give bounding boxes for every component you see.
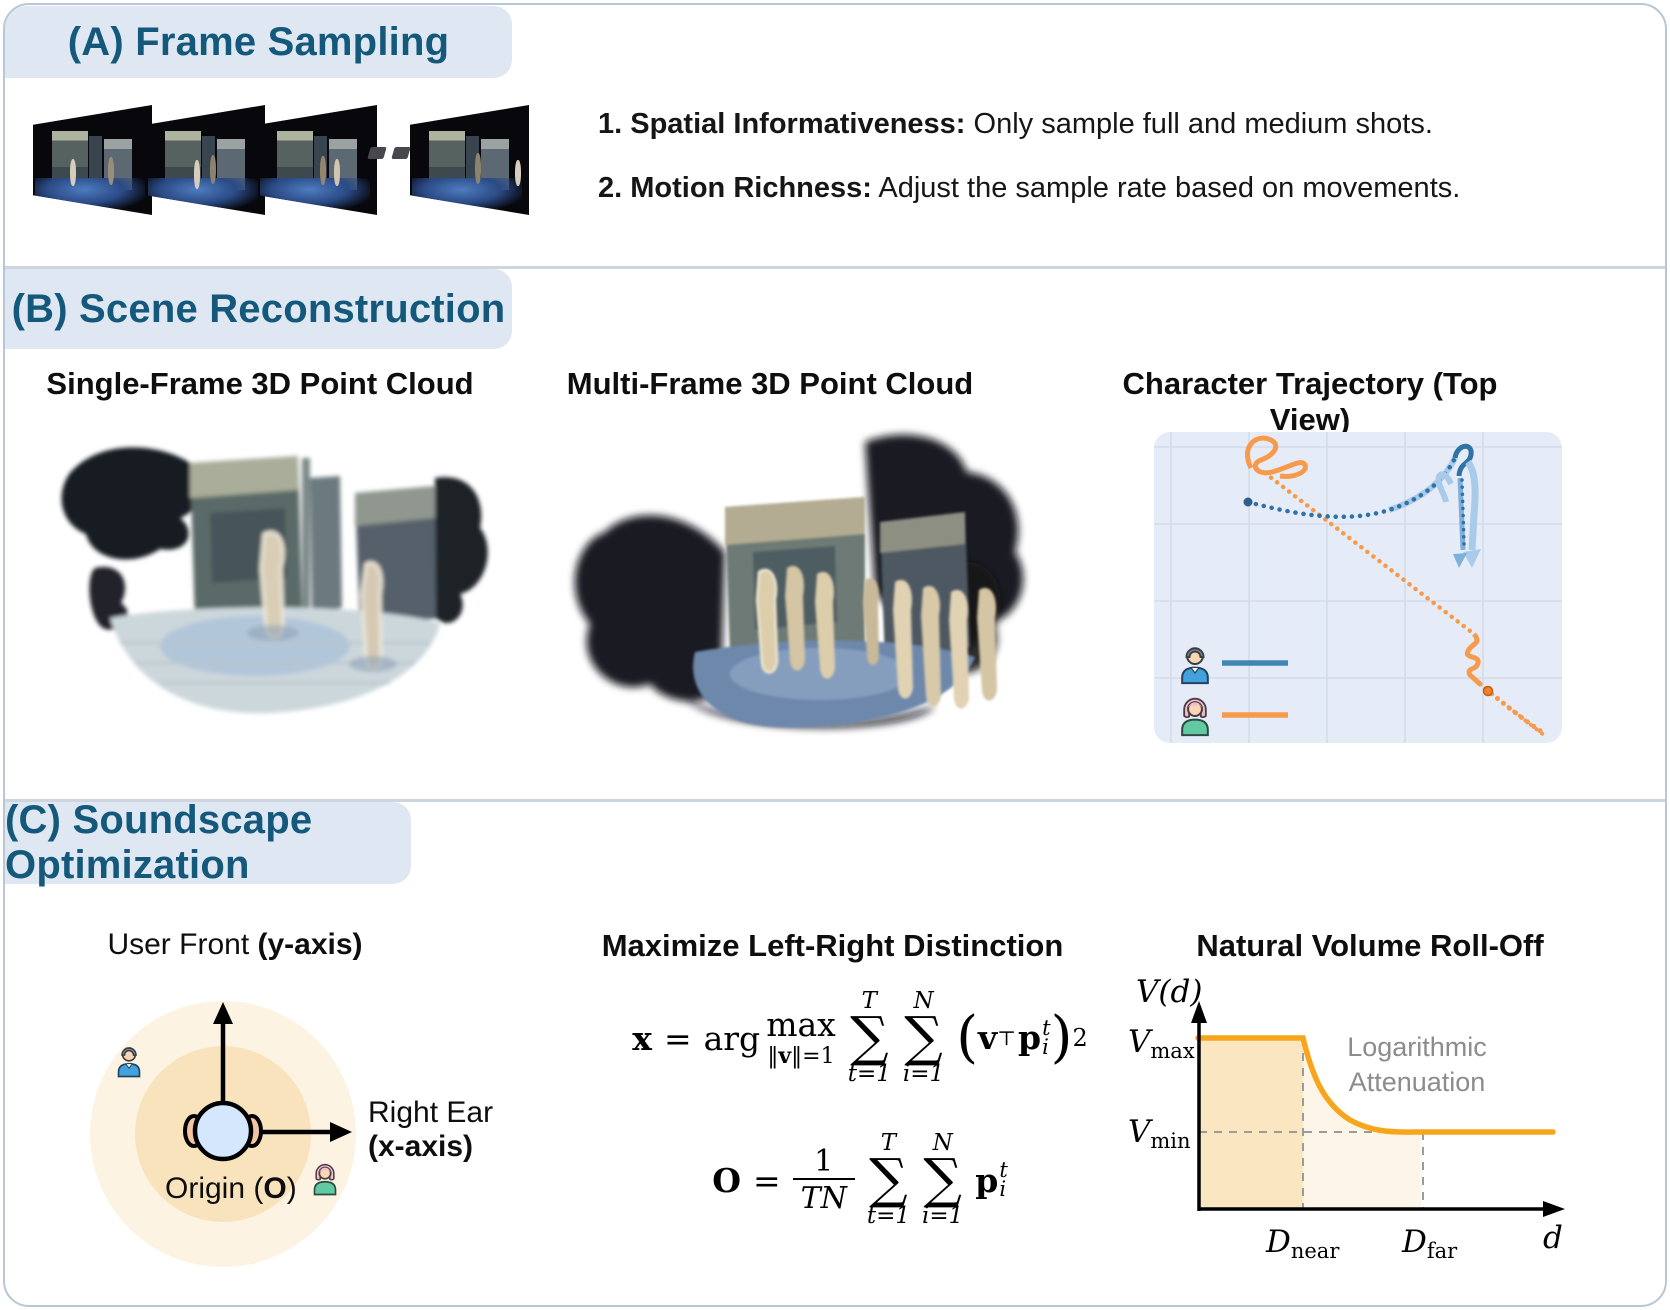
f1-sum-i: N ∑ i=1 <box>902 988 945 1087</box>
f2-sum-i: N ∑ i=1 <box>922 1130 964 1229</box>
origin-label: Origin (O) <box>165 1172 297 1206</box>
origin-post: ) <box>286 1172 297 1205</box>
rolloff-chart <box>1191 1001 1565 1217</box>
section-a-title: (A) Frame Sampling <box>67 19 450 64</box>
formula-argmax: x = arg max ‖v‖=1 T ∑ t=1 N ∑ i=1 ( v ⊤ … <box>595 968 1125 1108</box>
dfar-label: Dfar <box>1402 1224 1458 1263</box>
right-ear-text: Right Ear <box>368 1096 494 1129</box>
film-frame <box>258 105 377 215</box>
man-person-icon <box>1181 647 1209 685</box>
section-divider <box>5 266 1665 269</box>
listener-head-icon <box>183 1100 263 1162</box>
origin-o: O <box>263 1172 287 1205</box>
f2-sum-t: T ∑ t=1 <box>866 1130 911 1229</box>
frame-figure <box>210 154 217 185</box>
user-front-title-axis: (y-axis) <box>257 928 363 961</box>
f1-max: max <box>766 1005 836 1044</box>
woman-person-icon <box>313 1163 337 1196</box>
rolloff-title: Natural Volume Roll-Off <box>1196 928 1544 963</box>
section-divider <box>5 799 1665 802</box>
f2-o: O <box>712 1160 741 1200</box>
section-c-title: (C) Soundscape Optimization <box>5 798 313 887</box>
near-fill-region <box>1199 1038 1303 1208</box>
single-frame-point-cloud-image <box>61 447 488 714</box>
dnear-label: Dnear <box>1266 1224 1340 1263</box>
woman-person-icon <box>1181 697 1209 737</box>
frame-figure <box>69 158 76 187</box>
trajectory-grid <box>1154 432 1562 743</box>
frame-figure <box>475 153 482 185</box>
woman-end-dot <box>1482 685 1494 697</box>
y-axis-arrowhead <box>1191 1001 1207 1023</box>
trajectory-chart <box>1154 432 1562 743</box>
frame-sampling-rule-1: 1. Spatial Informativeness: Only sample … <box>598 108 1433 141</box>
f2-eq: = <box>752 1160 781 1200</box>
x-axis-arrowhead <box>1543 1201 1565 1217</box>
multi-frame-point-cloud-image <box>574 434 1024 728</box>
man-start-dot <box>1243 497 1253 507</box>
origin-pre: Origin ( <box>165 1172 264 1205</box>
f1-eq: = <box>663 1018 692 1058</box>
section-c-header: (C) Soundscape Optimization <box>5 798 411 887</box>
x-axis-arrowhead <box>330 1122 352 1142</box>
frame-figure <box>193 160 200 189</box>
film-frame <box>33 105 152 215</box>
frame-figure <box>334 158 341 187</box>
frame-figure <box>514 160 521 187</box>
trajectory-title: Character Trajectory (Top View) <box>1122 366 1498 437</box>
section-b-title: (B) Scene Reconstruction <box>11 286 506 331</box>
section-a-header: (A) Frame Sampling <box>5 6 512 78</box>
f1-max-constraint: max ‖v‖=1 <box>766 1008 836 1068</box>
user-front-title-main: User Front <box>107 928 258 961</box>
frame-figure <box>319 155 326 186</box>
vmax-label: Vmax <box>1128 1024 1195 1063</box>
user-front-title: User Front (y-axis) <box>100 928 370 962</box>
right-ear-label: Right Ear (x-axis) <box>368 1096 493 1164</box>
single-frame-title: Single-Frame 3D Point Cloud <box>46 366 474 401</box>
multi-frame-title: Multi-Frame 3D Point Cloud <box>566 366 974 401</box>
y-axis-arrowhead <box>213 1002 233 1024</box>
f1-arg: arg <box>703 1018 761 1058</box>
man-person-icon <box>117 1047 141 1078</box>
rule-1-lead: 1. Spatial Informativeness: <box>598 108 966 140</box>
frame-wall <box>88 135 102 187</box>
section-b-header: (B) Scene Reconstruction <box>5 269 512 349</box>
f2-fraction: 1 TN <box>792 1146 855 1214</box>
vmin-label: Vmin <box>1128 1114 1191 1153</box>
x-axis-text: (x-axis) <box>368 1130 474 1163</box>
f1-x: x <box>632 1018 652 1058</box>
mid-fill-region <box>1303 1038 1421 1208</box>
rolloff-ylabel: V(d) <box>1136 974 1203 1010</box>
rolloff-xlabel: d <box>1543 1220 1563 1256</box>
rule-2-lead: 2. Motion Richness: <box>598 172 872 204</box>
man-trajectory-path <box>1245 443 1479 551</box>
frame-figure <box>107 156 114 186</box>
rule-2-text: Adjust the sample rate based on movement… <box>871 172 1461 204</box>
f1-sum-t: T ∑ t=1 <box>847 988 891 1087</box>
f1-norm: ‖v‖=1 <box>767 1043 835 1069</box>
rule-1-text: Only sample full and medium shots. <box>965 108 1433 140</box>
volume-curve <box>1195 1035 1556 1135</box>
man-arrowhead <box>1453 553 1467 568</box>
frame-sampling-rule-2: 2. Motion Richness: Adjust the sample ra… <box>598 172 1460 205</box>
man-arrowhead <box>1463 549 1481 568</box>
formula-block-title: Maximize Left-Right Distinction <box>601 928 1064 963</box>
listener-axes <box>183 1002 352 1162</box>
